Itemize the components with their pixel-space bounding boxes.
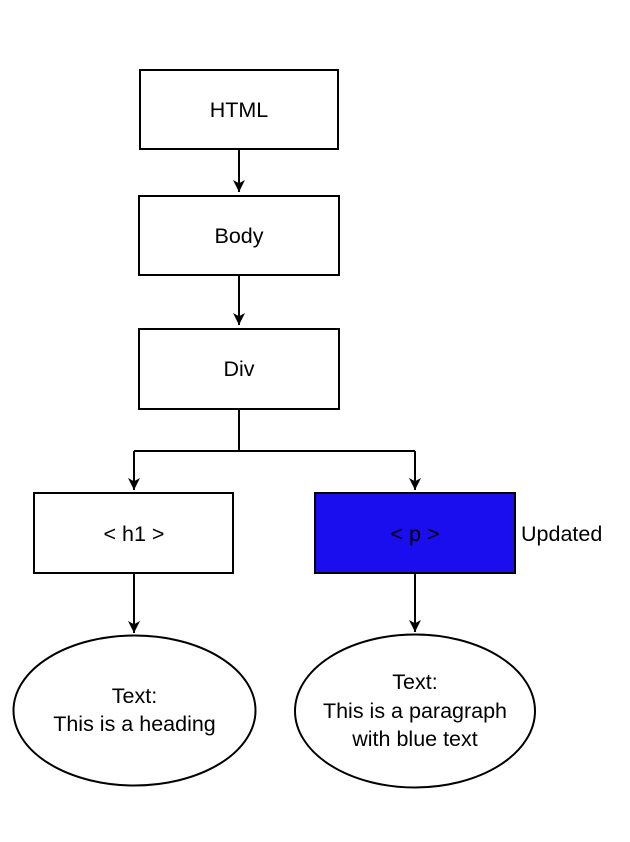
p-node: < p > bbox=[314, 492, 516, 574]
html-node-box bbox=[139, 69, 339, 150]
paragraph-text-ellipse-shape bbox=[294, 633, 536, 789]
paragraph-text-line3: with blue text bbox=[351, 727, 478, 751]
h1-node-box bbox=[33, 492, 234, 574]
updated-annotation-label: Updated bbox=[521, 522, 602, 546]
div-node: Div bbox=[138, 328, 340, 410]
html-node: HTML bbox=[139, 69, 339, 150]
paragraph-text-line2: This is a paragraph bbox=[323, 699, 507, 723]
heading-text-line1: Text: bbox=[112, 684, 157, 708]
heading-text-line2: This is a heading bbox=[53, 712, 216, 736]
h1-node: < h1 > bbox=[33, 492, 234, 574]
heading-text-ellipse-shape bbox=[12, 634, 257, 787]
body-node-box bbox=[138, 195, 340, 276]
heading-text-ellipse: Text: This is a heading bbox=[12, 634, 257, 787]
p-node-label: < p > bbox=[390, 522, 439, 546]
div-node-label: Div bbox=[223, 357, 254, 381]
paragraph-text-line1: Text: bbox=[392, 670, 437, 694]
div-node-box bbox=[138, 328, 340, 410]
body-node: Body bbox=[138, 195, 340, 276]
body-node-label: Body bbox=[214, 224, 263, 248]
h1-node-label: < h1 > bbox=[104, 522, 165, 546]
paragraph-text-ellipse: Text: This is a paragraph with blue text bbox=[294, 633, 536, 789]
html-node-label: HTML bbox=[210, 98, 269, 122]
p-node-box bbox=[314, 492, 516, 574]
